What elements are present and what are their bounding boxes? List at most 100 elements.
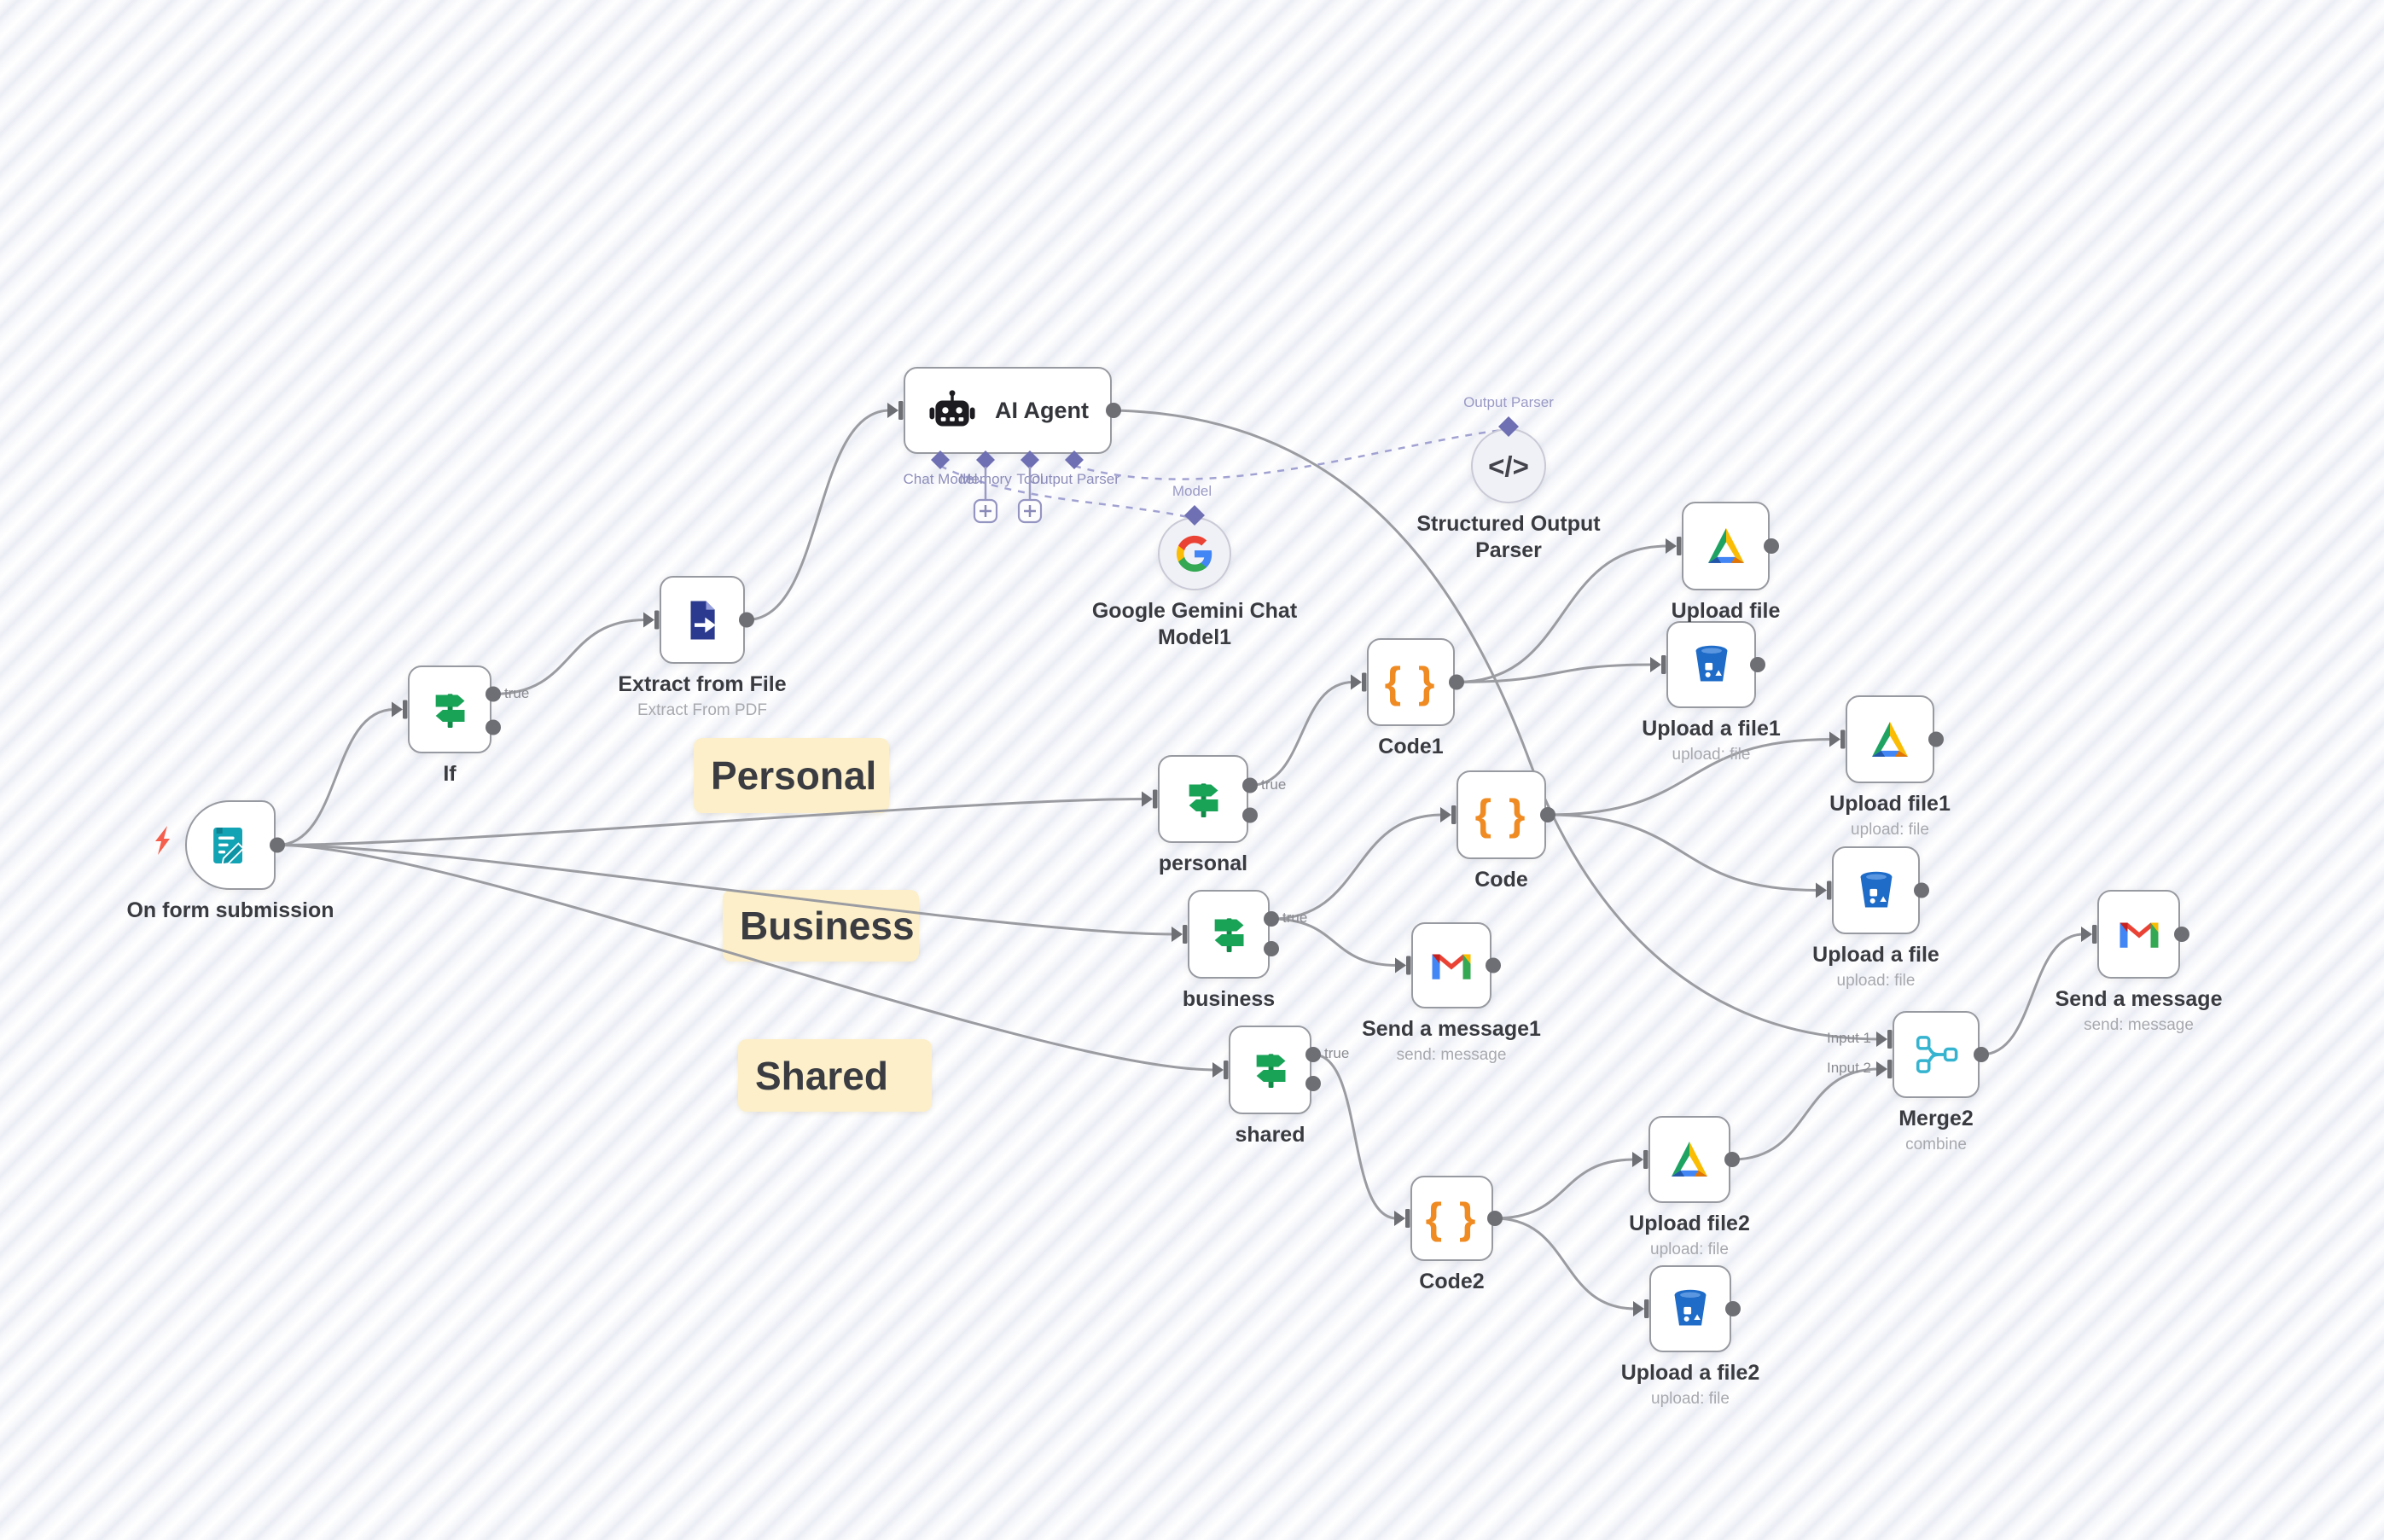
node-subtitle: combine [1905, 1136, 1967, 1154]
edge-shared-to-code2 [1311, 1053, 1398, 1220]
input-port-code1-0[interactable] [1351, 672, 1367, 692]
node-upfile[interactable] [1682, 502, 1770, 590]
input-port-upafile-0[interactable] [1816, 880, 1832, 900]
node-code2[interactable]: { } [1410, 1176, 1493, 1261]
google-drive-icon [1702, 525, 1750, 567]
node-upafile[interactable] [1832, 846, 1920, 934]
node-title: Upload a file1 [1642, 717, 1781, 741]
input-port-merge2-0[interactable] [1876, 1030, 1893, 1049]
node-upafile2[interactable] [1649, 1265, 1731, 1352]
node-title: Structured Output Parser [1416, 512, 1601, 563]
connection-type-label: Output Parser [1463, 394, 1554, 410]
edge-upfile2-to-merge2 [1730, 1067, 1881, 1161]
node-sop[interactable]: </> [1471, 428, 1546, 503]
input-port-personal-0[interactable] [1142, 789, 1158, 809]
sticky-note-business[interactable]: Business [723, 890, 919, 962]
node-label-wrap: Upload a file1 upload: file [1567, 716, 1857, 765]
bucket-icon [1689, 642, 1734, 687]
switch-signpost-icon [1247, 1046, 1294, 1094]
node-title: Google Gemini Chat Model1 [1091, 599, 1298, 650]
input-port-upfile2-0[interactable] [1632, 1150, 1648, 1169]
gmail-icon [1428, 947, 1474, 985]
node-if[interactable] [408, 665, 491, 753]
input-port-sendmsg-0[interactable] [2081, 925, 2097, 944]
node-subtitle: send: message [1396, 1046, 1507, 1065]
sub-port-label: Chat Model [903, 471, 978, 487]
input-port-merge2-1[interactable] [1876, 1060, 1893, 1078]
input-port-upfile-0[interactable] [1666, 537, 1682, 555]
node-title: Code1 [1378, 735, 1444, 758]
sticky-note-text: Shared [755, 1053, 888, 1098]
node-label-wrap: business [1084, 986, 1374, 1013]
input-port-label: Input 2 [1827, 1060, 1871, 1076]
node-merge2[interactable] [1893, 1011, 1980, 1098]
edge-form-to-if [276, 708, 396, 846]
input-port-shared-0[interactable] [1212, 1061, 1229, 1079]
input-port-sendmsg1-0[interactable] [1395, 956, 1411, 975]
add-subnode-button[interactable] [973, 498, 998, 524]
node-sendmsg[interactable] [2097, 890, 2180, 979]
input-port-extract-0[interactable] [643, 610, 660, 630]
node-title: Merge2 [1898, 1107, 1974, 1130]
gmail-icon [2116, 915, 2162, 953]
node-subtitle: upload: file [1651, 1390, 1730, 1409]
node-upfile1[interactable] [1846, 695, 1934, 783]
node-label-wrap: Merge2 combine [1791, 1106, 2081, 1155]
input-port-business-0[interactable] [1172, 925, 1188, 944]
input-port-upafile2-0[interactable] [1633, 1299, 1649, 1318]
node-label-wrap: personal [1058, 851, 1348, 877]
lightning-bolt-icon [155, 826, 170, 855]
input-port-label: Input 1 [1827, 1030, 1871, 1046]
node-business[interactable] [1188, 890, 1270, 979]
add-subnode-button[interactable] [1017, 498, 1043, 524]
node-label-wrap: Send a message1 send: message [1306, 1016, 1596, 1066]
node-subtitle: upload: file [1672, 746, 1751, 764]
node-agent[interactable]: AI Agent [904, 367, 1112, 454]
output-port-label: true [504, 684, 530, 701]
node-sendmsg1[interactable] [1411, 922, 1491, 1008]
braces-icon: { } [1474, 791, 1528, 839]
node-code[interactable]: { } [1457, 770, 1546, 859]
node-gemini[interactable] [1158, 517, 1231, 590]
braces-icon: { } [1425, 1194, 1479, 1242]
node-title: personal [1158, 851, 1248, 875]
node-subtitle: upload: file [1851, 821, 1929, 840]
node-upfile2[interactable] [1648, 1116, 1730, 1203]
bucket-icon [1668, 1287, 1712, 1331]
node-upafile1[interactable] [1666, 621, 1756, 708]
node-label-wrap: Code2 [1307, 1269, 1597, 1295]
node-shared[interactable] [1229, 1026, 1311, 1114]
node-subtitle: send: message [2084, 1016, 2194, 1035]
edge-code1-to-upfile [1455, 544, 1670, 683]
sub-port-label: Memory [959, 471, 1012, 487]
switch-signpost-icon [1205, 910, 1253, 958]
edge-if-to-extract [491, 619, 648, 695]
node-title: Send a message1 [1362, 1017, 1541, 1041]
input-port-code2-0[interactable] [1394, 1209, 1410, 1228]
node-inner: AI Agent [927, 388, 1089, 433]
sticky-note-text: Business [740, 904, 915, 948]
input-port-agent-0[interactable] [887, 401, 904, 420]
node-title: Upload file2 [1629, 1212, 1750, 1235]
input-port-code-0[interactable] [1440, 805, 1457, 824]
form-document-icon [206, 822, 254, 869]
node-form[interactable] [185, 800, 276, 890]
node-personal[interactable] [1158, 755, 1248, 843]
google-drive-icon [1866, 718, 1914, 761]
node-code1[interactable]: { } [1367, 638, 1455, 726]
ai-link-agent-to-sop [1073, 428, 1503, 480]
input-port-if-0[interactable] [392, 700, 408, 719]
node-extract[interactable] [660, 576, 745, 664]
code-tag-icon: </> [1488, 450, 1529, 482]
edge-code2-to-upafile2 [1493, 1217, 1637, 1310]
node-title: If [443, 762, 456, 786]
sticky-note-shared[interactable]: Shared [738, 1039, 932, 1112]
node-label-wrap: Code [1357, 867, 1647, 893]
sticky-note-personal[interactable]: Personal [694, 738, 889, 813]
input-port-upafile1-0[interactable] [1650, 655, 1666, 674]
input-port-upfile1-0[interactable] [1829, 729, 1846, 749]
